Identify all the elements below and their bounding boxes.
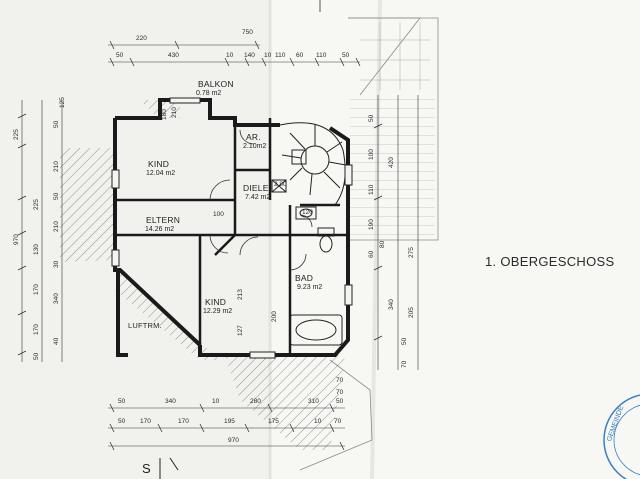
dim-bottom-r2-70: 70 xyxy=(334,418,342,425)
room-kind1-area: 12.04 m2 xyxy=(146,170,176,177)
dim-left-170b: 170 xyxy=(33,324,40,335)
room-eltern-area: 14.26 m2 xyxy=(145,226,175,233)
north-label: S xyxy=(142,461,151,476)
dim-right-205: 205 xyxy=(408,307,415,318)
dim-top-50b: 50 xyxy=(342,52,350,59)
roof-shingle-lines xyxy=(360,22,430,90)
dim-left-mid-210a: 210 xyxy=(53,161,60,172)
spiral-staircase xyxy=(279,122,347,206)
dim-right-outer-50: 50 xyxy=(401,337,408,345)
dim-inner-127: 127 xyxy=(237,325,244,336)
dim-right-outer-80: 80 xyxy=(379,240,386,248)
bathtub xyxy=(289,314,343,346)
dim-right-340: 340 xyxy=(388,299,395,310)
dim-left-total: 970 xyxy=(13,234,20,245)
dim-bottom-10: 10 xyxy=(212,398,220,405)
dim-bottom-r2-175: 175 xyxy=(268,418,279,425)
dimension-lines xyxy=(21,44,419,447)
room-balkon-name: BALKON xyxy=(198,79,234,89)
room-balkon-area: 0.78 m2 xyxy=(196,90,222,97)
municipal-stamp xyxy=(603,394,640,479)
dim-left-mid-50a: 50 xyxy=(53,120,60,128)
dim-bottom-340: 340 xyxy=(165,398,176,405)
dim-left-mid-210b: 210 xyxy=(53,221,60,232)
dim-inner-180: 180 xyxy=(161,109,168,120)
toilet xyxy=(317,227,335,253)
windows xyxy=(111,97,353,359)
dim-right-190: 190 xyxy=(368,219,375,230)
dim-top-220: 220 xyxy=(136,35,147,42)
room-ar-name: AR. xyxy=(246,132,261,142)
room-ar-area: 2.10m2 xyxy=(243,143,267,150)
dim-inner-213: 213 xyxy=(237,289,244,300)
room-kind1-name: KIND xyxy=(148,159,170,169)
dim-top-110b: 110 xyxy=(316,52,327,59)
dim-left-mid-50b: 50 xyxy=(53,192,60,200)
dim-left-130: 130 xyxy=(33,244,40,255)
dim-bottom-50a: 50 xyxy=(118,398,126,405)
dim-bottom-r2-50: 50 xyxy=(118,418,126,425)
dim-inner-200: 200 xyxy=(271,311,278,322)
dim-inner-210: 210 xyxy=(171,107,178,118)
dim-top-10b: 10 xyxy=(264,52,272,59)
dim-inner-100: 100 xyxy=(213,211,224,218)
dim-bottom-50b: 50 xyxy=(336,398,344,405)
dim-right-60: 60 xyxy=(368,250,375,258)
dim-right-outer-70: 70 xyxy=(401,360,408,368)
dim-bottom-310: 310 xyxy=(308,398,319,405)
dim-left-225b: 225 xyxy=(33,199,40,210)
chimney-shaft xyxy=(271,179,287,193)
dimension-ticks xyxy=(17,40,383,451)
dim-top-110a: 110 xyxy=(275,52,286,59)
room-luftrm-name: LUFTRM. xyxy=(128,321,162,330)
dim-left-225a: 225 xyxy=(13,129,20,140)
dim-bottom-r2-170a: 170 xyxy=(140,418,151,425)
north-arrow xyxy=(159,457,179,479)
dim-left-mid-340: 340 xyxy=(53,293,60,304)
dim-bottom-r2-170b: 170 xyxy=(178,418,189,425)
dim-left-mid-40: 40 xyxy=(53,337,60,345)
room-eltern-name: ELTERN xyxy=(146,215,181,225)
dim-left-mid-30: 30 xyxy=(53,260,60,268)
dim-top-50a: 50 xyxy=(116,52,124,59)
dim-top-430: 430 xyxy=(168,52,179,59)
room-bad-area: 9.23 m2 xyxy=(297,284,323,291)
dim-right-420: 420 xyxy=(388,157,395,168)
room-diele-area: 7.42 m2 xyxy=(245,194,271,201)
dim-top-10a: 10 xyxy=(226,52,234,59)
dim-left-50: 50 xyxy=(33,352,40,360)
paper-fold-left xyxy=(0,0,270,479)
dim-right-110: 110 xyxy=(368,184,375,195)
dim-right-100: 100 xyxy=(368,149,375,160)
floor-title: 1. OBERGESCHOSS xyxy=(485,254,615,269)
dim-bottom-total: 970 xyxy=(228,437,239,444)
dim-right-275: 275 xyxy=(408,247,415,258)
roof-outline xyxy=(299,17,439,471)
dim-bottom-extra-b: 70 xyxy=(336,389,344,396)
dim-inner-120: 120 xyxy=(302,209,313,216)
dim-right-50: 50 xyxy=(368,114,375,122)
washbasin xyxy=(295,206,317,220)
dim-inner-280: 2.80 xyxy=(274,181,287,188)
room-kind2-name: KIND xyxy=(205,297,227,307)
dim-top-140: 140 xyxy=(244,52,255,59)
room-kind2-area: 12.29 m2 xyxy=(203,308,233,315)
dim-left-170a: 170 xyxy=(33,284,40,295)
dim-top-60: 60 xyxy=(296,52,304,59)
dim-bottom-280: 280 xyxy=(250,398,261,405)
dim-left-125: 125 xyxy=(59,97,66,108)
dim-bottom-r2-195: 195 xyxy=(224,418,235,425)
dim-top-750: 750 xyxy=(242,29,253,36)
dim-bottom-r2-10: 10 xyxy=(314,418,322,425)
room-diele-name: DIELE xyxy=(243,183,269,193)
room-bad-name: BAD xyxy=(295,273,314,283)
dim-bottom-extra-a: 70 xyxy=(336,377,344,384)
